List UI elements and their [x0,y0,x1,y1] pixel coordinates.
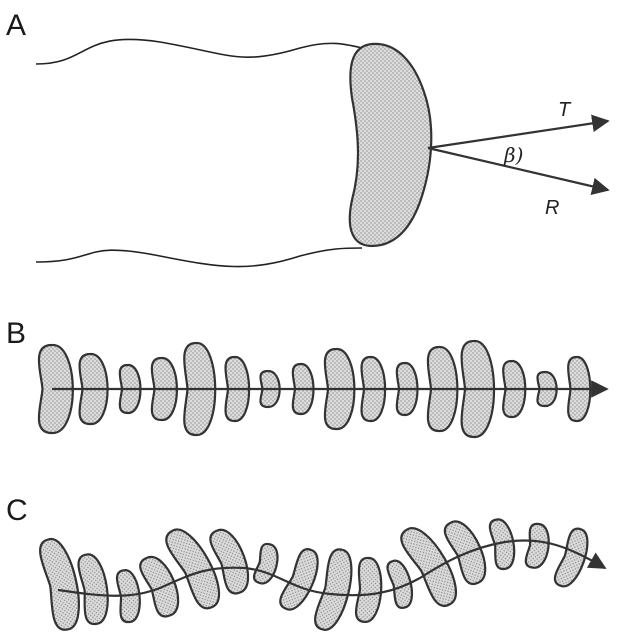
thrust-vector-label: T [558,99,572,121]
tail-blade-outline [313,547,359,633]
body-upper-outline [36,39,362,64]
panel-c-blade-sequence [38,516,594,633]
panel-c-label: C [6,494,28,527]
angle-beta-label: β) [503,143,523,167]
tail-blade-outline [253,542,282,586]
tail-blade-outline [38,536,86,632]
panel-c: C [6,494,605,633]
panel-b-label: B [6,317,26,350]
tail-blade-outline [355,557,383,623]
panel-a-label: A [6,9,26,42]
resultant-vector-label: R [545,197,559,219]
panel-b: B [6,317,607,437]
panel-a: A T R β) [6,9,608,267]
tail-blade-outline [525,523,552,569]
body-lower-outline [36,248,362,267]
tail-blade-outline [386,558,416,609]
tail-blade-outline [77,552,112,625]
tail-blade-shape [350,44,431,246]
